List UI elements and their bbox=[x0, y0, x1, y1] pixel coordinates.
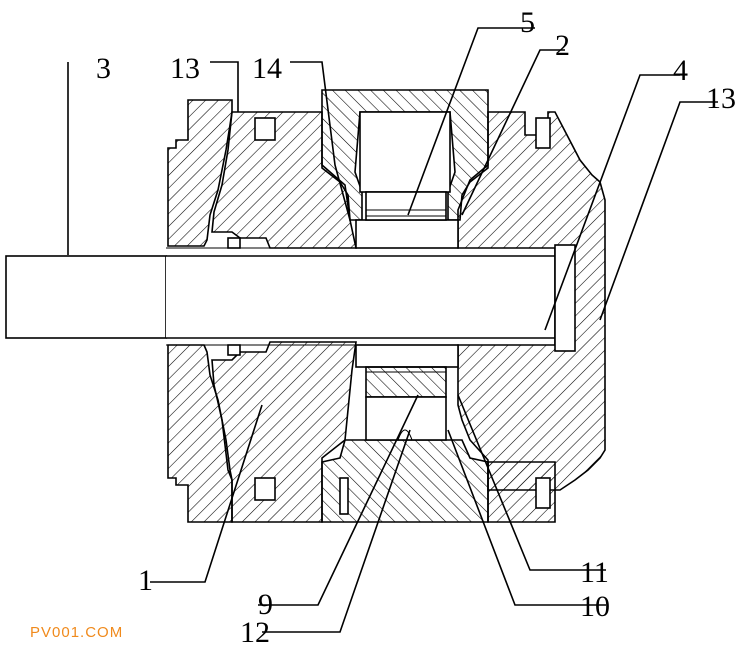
port-block-top bbox=[321, 89, 489, 221]
callout-2: 2 bbox=[555, 29, 570, 62]
callout-10: 10 bbox=[580, 590, 610, 623]
leader-lines bbox=[67, 27, 718, 633]
rotor-bottom bbox=[355, 344, 459, 441]
callout-11: 11 bbox=[580, 556, 609, 589]
callout-14: 14 bbox=[252, 52, 282, 85]
callout-13-right: 13 bbox=[706, 82, 736, 115]
callout-4: 4 bbox=[673, 54, 688, 87]
shaft-end-cap bbox=[554, 244, 576, 352]
callout-12: 12 bbox=[240, 616, 270, 649]
rotor-top bbox=[355, 191, 459, 249]
port-block-bottom bbox=[321, 439, 489, 523]
watermark: PV001.COM bbox=[30, 624, 124, 641]
housing-right-top bbox=[457, 111, 606, 491]
callout-13-top: 13 bbox=[170, 52, 200, 85]
callout-5: 5 bbox=[520, 6, 535, 39]
callout-labels: 3 13 14 5 2 4 13 1 11 9 10 12 bbox=[96, 6, 736, 649]
callout-3: 3 bbox=[96, 52, 111, 85]
callout-9: 9 bbox=[258, 588, 273, 621]
callout-1: 1 bbox=[138, 564, 153, 597]
drive-shaft bbox=[5, 247, 556, 346]
seal-details bbox=[227, 117, 551, 515]
